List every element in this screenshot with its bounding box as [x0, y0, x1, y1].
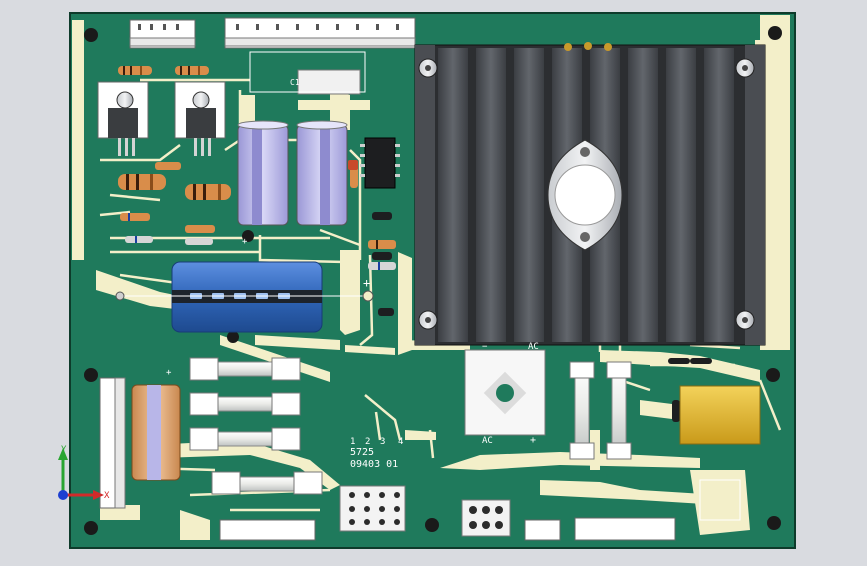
main-capacitor [115, 261, 374, 333]
resistor-r3 [118, 174, 166, 190]
mounting-holes [84, 26, 782, 535]
resistor-r9 [185, 238, 213, 245]
diode-d2 [372, 252, 392, 260]
pin-label-1: 1 [350, 437, 355, 447]
mounting-hole-icon [766, 368, 780, 382]
right-bottom-outline [699, 479, 741, 521]
fuse-f2 [189, 392, 301, 416]
bridge-ac-bottom-silk: AC [482, 436, 493, 446]
bridge-plus-silk: + [530, 435, 536, 446]
connector-j5 [574, 517, 676, 541]
connector-j7 [461, 499, 511, 537]
ic-chip [364, 137, 396, 189]
part-code-silk: 5725 [350, 447, 374, 458]
resistor-r5 [155, 162, 181, 170]
bridge-rectifier [464, 349, 546, 436]
diode-d6 [672, 400, 680, 422]
pin-label-3: 3 [380, 437, 385, 447]
resistor-r10 [368, 240, 396, 249]
cap-plus-left-silk: + [166, 368, 172, 378]
serial-silk: 09403 01 [350, 459, 398, 470]
resistor-r4 [185, 184, 231, 200]
connector-j3 [219, 519, 316, 541]
pin-label-4: 4 [398, 437, 403, 447]
top-connectors [129, 17, 416, 49]
orange-capacitor [131, 384, 181, 481]
film-capacitor-c1 [297, 69, 361, 95]
capacitor-c2 [237, 124, 289, 226]
lilac-capacitors [237, 120, 348, 226]
resistors [118, 66, 396, 270]
vertical-fuses [569, 361, 632, 460]
relay [679, 385, 761, 445]
mounting-hole-icon [767, 516, 781, 530]
cap-plus-small-silk: + [242, 237, 248, 247]
diode-d1 [372, 212, 392, 220]
diode-d4 [668, 358, 690, 364]
mounting-hole-icon [768, 26, 782, 40]
mounting-hole-icon [84, 28, 98, 42]
horizontal-fuses [189, 357, 323, 495]
resistor-r6 [120, 213, 150, 221]
resistor-r1 [118, 66, 152, 75]
resistor-r8 [185, 225, 215, 233]
triad-y-label: Y [61, 445, 67, 455]
mounting-hole-icon [84, 521, 98, 535]
fuse-f3 [189, 427, 301, 451]
cap-plus-main-silk: + [363, 276, 370, 290]
resistor-r2 [175, 66, 209, 75]
voltage-regulators [97, 81, 226, 156]
bridge-ac-top-silk: AC [528, 342, 539, 352]
mounting-hole-icon [84, 368, 98, 382]
fuse-f4 [211, 471, 323, 495]
c1-silk: C1 [290, 78, 300, 87]
mounting-hole-icon [227, 331, 239, 343]
bridge-minus-silk: − [482, 342, 488, 352]
resistor-r7 [125, 236, 153, 243]
connector-j4 [524, 519, 561, 541]
small-diodes [348, 160, 712, 422]
mounting-hole-icon [425, 518, 439, 532]
fuse-f1 [189, 357, 301, 381]
resistor-r11 [368, 262, 396, 270]
heatsink [414, 42, 766, 346]
coordinate-triad-icon: Y X [58, 445, 110, 501]
c1-outline [249, 51, 366, 93]
mounting-hole-icon [242, 230, 254, 242]
diode-d5 [690, 358, 712, 364]
pin-label-2: 2 [365, 437, 370, 447]
left-connector [99, 377, 126, 509]
diode-d3 [378, 308, 394, 316]
triad-x-label: X [104, 491, 110, 501]
bottom-connectors [219, 485, 676, 541]
